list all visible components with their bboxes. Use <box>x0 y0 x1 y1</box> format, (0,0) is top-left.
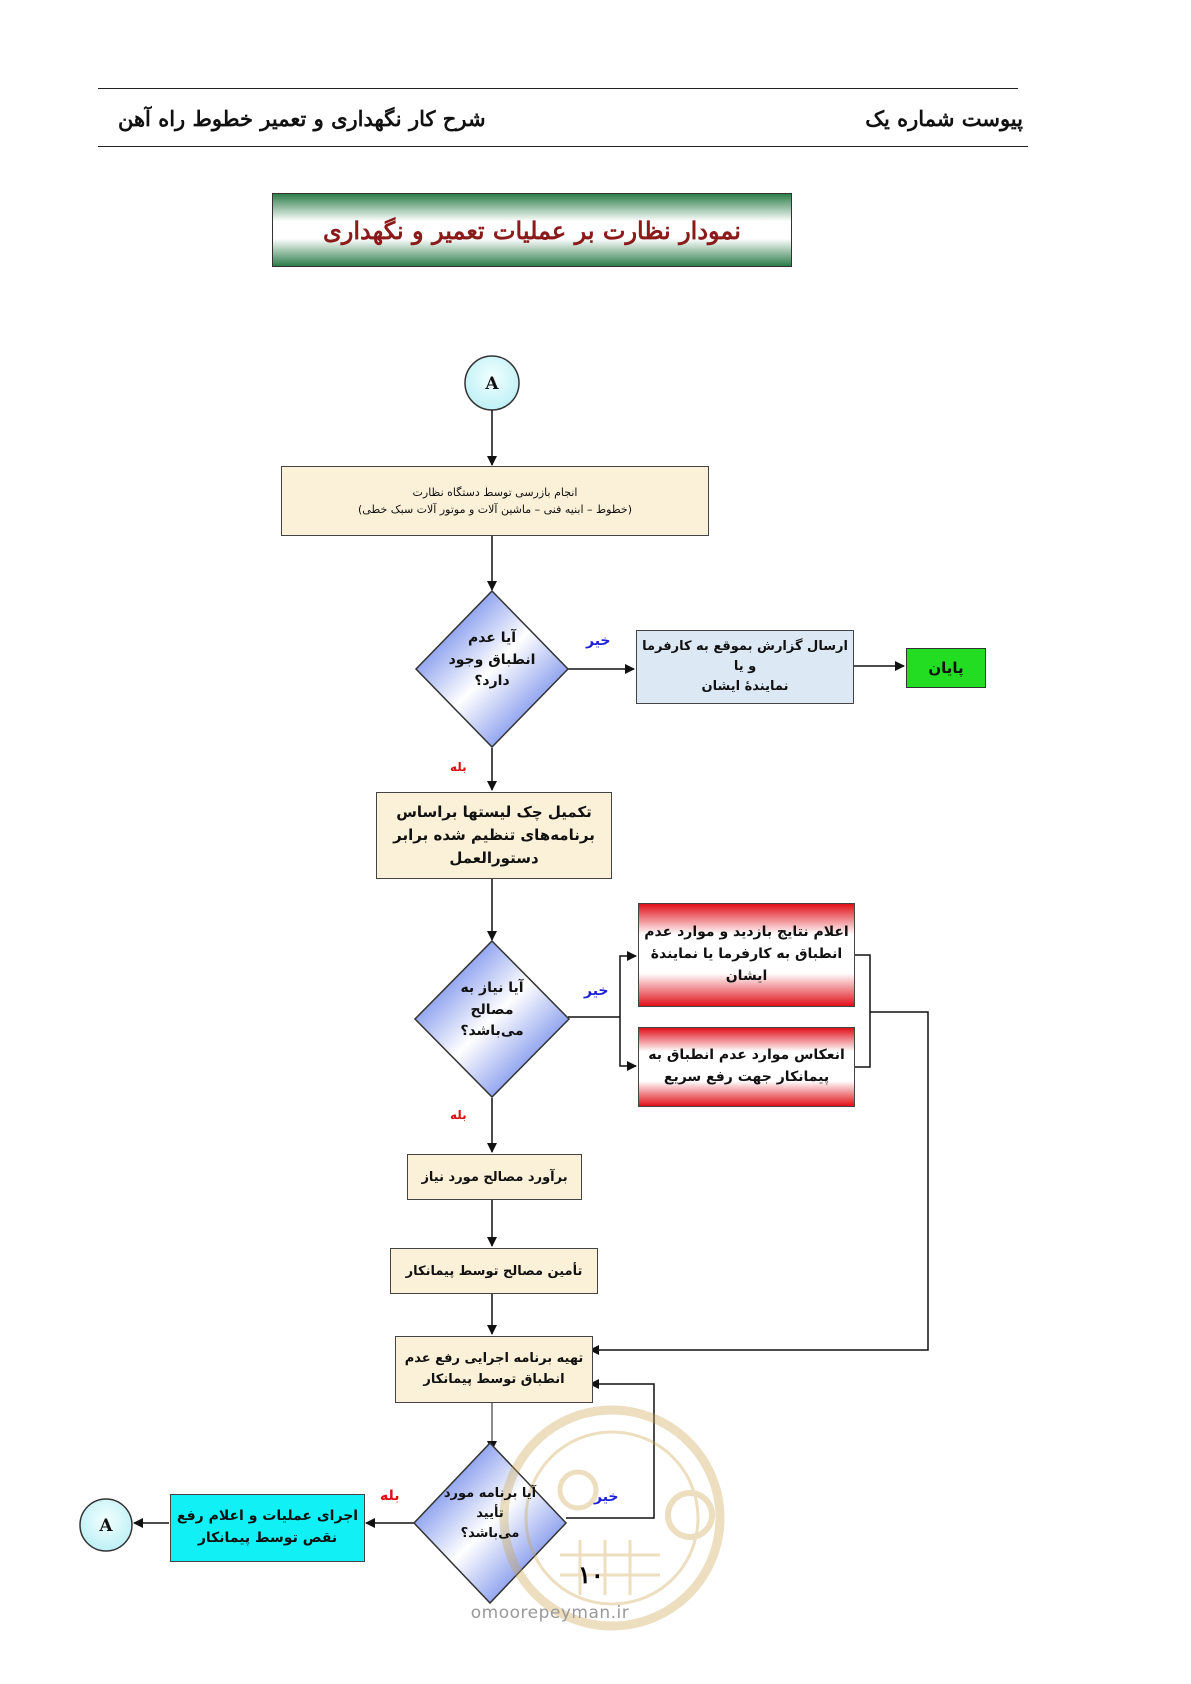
label-no-decision1: خیر <box>586 633 611 649</box>
checklists-text: تکمیل چک لیستها براساس برنامه‌های تنظیم … <box>393 802 595 868</box>
arrow-decision3-loop-back <box>566 1379 655 1519</box>
reflect-contractor-box: انعکاس موارد عدم انطباق به پیمانکار جهت … <box>638 1027 855 1107</box>
header-bottom-rule <box>98 146 1028 147</box>
header-top-rule <box>98 88 1018 89</box>
decision-approved-text: آیا برنامه مورد تأیید می‌باشد؟ <box>443 1486 537 1542</box>
send-report-text: ارسال گزارش بموقع به کارفرما و یا نمایند… <box>642 638 848 695</box>
prepare-program-text: تهیه برنامه اجرایی رفع عدم انطباق توسط پ… <box>404 1351 584 1387</box>
reflect-contractor-text: انعکاس موارد عدم انطباق به پیمانکار جهت … <box>648 1047 845 1085</box>
watermark-text: omoorepeyman.ir <box>470 1603 630 1623</box>
decision-nonconformity-text: آیا عدم انطباق وجود دارد؟ <box>448 630 536 690</box>
send-report-box: ارسال گزارش بموقع به کارفرما و یا نمایند… <box>636 630 854 704</box>
connector-bottom-label: A <box>99 1516 113 1536</box>
connector-bottom-circle <box>79 1498 133 1552</box>
label-yes-decision2: بله <box>450 1108 467 1122</box>
execute-text: اجرای عملیات و اعلام رفع نقص توسط پیمانک… <box>176 1508 359 1546</box>
checklists-box: تکمیل چک لیستها براساس برنامه‌های تنظیم … <box>376 792 612 879</box>
watermark-seal <box>499 1405 725 1631</box>
line-announce-merge <box>853 954 871 1068</box>
supply-materials-box: تأمین مصالح توسط پیمانکار <box>390 1248 598 1294</box>
diagram-title-box: نمودار نظارت بر عملیات تعمیر و نگهداری <box>272 193 792 267</box>
decision-approved-diamond <box>412 1441 568 1605</box>
supply-materials-text: تأمین مصالح توسط پیمانکار <box>405 1263 583 1279</box>
end-text: پایان <box>928 659 964 677</box>
end-box: پایان <box>906 648 986 688</box>
label-no-decision3: خیر <box>594 1489 619 1505</box>
announce-results-box: اعلام نتایج بازدید و موارد عدم انطباق به… <box>638 903 855 1007</box>
diagram-title: نمودار نظارت بر عملیات تعمیر و نگهداری <box>323 215 741 245</box>
arrow-split-to-reflect <box>619 1017 637 1071</box>
arrow-split-to-announce <box>619 951 637 1017</box>
decision-materials-diamond <box>413 939 571 1099</box>
estimate-materials-box: برآورد مصالح مورد نیاز <box>407 1154 582 1200</box>
prepare-program-box: تهیه برنامه اجرایی رفع عدم انطباق توسط پ… <box>395 1336 593 1403</box>
inspection-text: انجام بازرسی توسط دستگاه نظارت (خطوط – ا… <box>358 485 632 516</box>
label-yes-decision3: بله <box>380 1488 400 1504</box>
label-no-decision2: خیر <box>584 983 609 999</box>
header-left-text: شرح کار نگهداری و تعمیر خطوط راه آهن <box>118 106 486 131</box>
header-right-text: پیوست شماره یک <box>865 106 1023 131</box>
arrow-merge-to-prepare <box>589 1011 929 1355</box>
label-yes-decision1: بله <box>450 760 467 774</box>
decision-nonconformity-diamond <box>414 589 570 749</box>
connector-top-label: A <box>485 374 499 394</box>
estimate-materials-text: برآورد مصالح مورد نیاز <box>421 1169 568 1185</box>
page-number: ۱۰ <box>578 1560 604 1589</box>
inspection-box: انجام بازرسی توسط دستگاه نظارت (خطوط – ا… <box>281 466 709 536</box>
decision-materials-text: آیا نیاز به مصالح می‌باشد؟ <box>460 980 524 1040</box>
execute-box: اجرای عملیات و اعلام رفع نقص توسط پیمانک… <box>170 1494 365 1562</box>
announce-results-text: اعلام نتایج بازدید و موارد عدم انطباق به… <box>644 924 849 984</box>
